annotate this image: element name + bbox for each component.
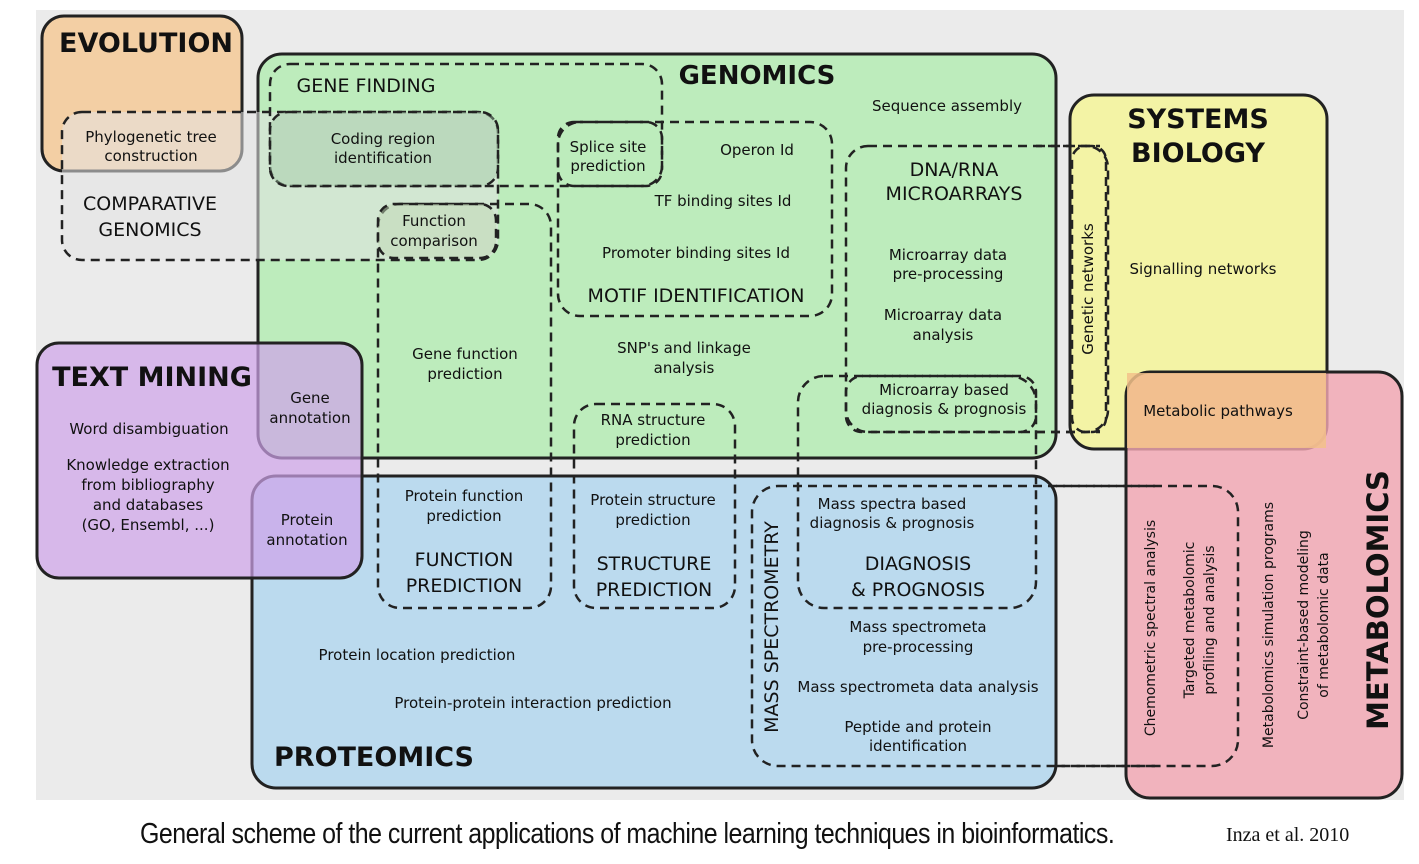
coding-region-line2: identification (334, 149, 432, 167)
evolution-title: EVOLUTION (59, 28, 233, 59)
knowledge-extraction-line1: Knowledge extraction (66, 456, 229, 474)
motif-identification-group (556, 120, 834, 318)
mass-spectra-diagnosis-line1: Mass spectra based (818, 495, 967, 513)
gene-finding-group (268, 62, 664, 188)
motif-identification-title: MOTIF IDENTIFICATION (588, 285, 805, 307)
protein-structure-prediction-line1: Protein structure (590, 491, 715, 509)
knowledge-extraction-line2: from bibliography (81, 476, 214, 494)
genetic-networks-title: Genetic networks (1079, 223, 1097, 355)
mass-spec-preprocessing-line1: Mass spectrometa (849, 618, 986, 636)
signalling-networks: Signalling networks (1130, 260, 1277, 278)
diagnosis-prognosis-title-line2: & PROGNOSIS (851, 579, 985, 601)
diagnosis-prognosis-title-line1: DIAGNOSIS (865, 553, 972, 575)
protein-function-prediction-line2: prediction (426, 507, 501, 525)
microarrays-title-line1: DNA/RNA (910, 159, 999, 181)
snp-linkage-line2: analysis (654, 359, 715, 377)
knowledge-extraction-line3: and databases (93, 496, 204, 514)
protein-function-prediction-line1: Protein function (405, 487, 524, 505)
splice-site-line1: Splice site (570, 138, 647, 156)
word-disambiguation: Word disambiguation (69, 420, 228, 438)
microarrays-title-line2: MICROARRAYS (886, 183, 1023, 205)
splice-site-line2: prediction (570, 157, 645, 175)
systems-biology-title-line2: BIOLOGY (1131, 138, 1265, 169)
figure-citation: Inza et al. 2010 (1226, 824, 1350, 846)
targeted-metabolomic-line1: Targeted metabolomic (1182, 542, 1198, 700)
constraint-modeling-line1: Constraint-based modeling (1296, 530, 1312, 720)
operon-id: Operon Id (720, 141, 794, 159)
mass-spectrometry-title: MASS SPECTROMETRY (761, 521, 783, 733)
metabolomics-title: METABOLOMICS (1361, 470, 1395, 730)
phylogenetic-tree-line1: Phylogenetic tree (85, 128, 217, 146)
gene-annotation-line1: Gene (290, 389, 330, 407)
microarray-diagnosis-line2: diagnosis & prognosis (862, 400, 1027, 418)
rna-structure-line1: RNA structure (601, 411, 706, 429)
targeted-metabolomic-line2: profiling and analysis (1202, 545, 1218, 694)
function-comparison-line1: Function (402, 212, 466, 230)
systems-biology-title-line1: SYSTEMS (1127, 104, 1269, 135)
ppi-prediction: Protein-protein interaction prediction (394, 694, 671, 712)
splice-site-group (556, 120, 664, 188)
proteomics-box (250, 474, 1058, 790)
gene-function-prediction-line1: Gene function (412, 345, 518, 363)
coding-region-group (268, 110, 500, 188)
promoter-binding: Promoter binding sites Id (602, 244, 790, 262)
metabolic-pathways-overlap (1127, 373, 1326, 448)
metabolic-pathways: Metabolic pathways (1143, 402, 1293, 420)
phylogenetic-tree-line2: construction (104, 147, 197, 165)
function-comparison-group (376, 202, 498, 260)
mass-spectrometry-group (750, 484, 1240, 768)
genetic-networks-group (1070, 144, 1108, 434)
peptide-identification-line1: Peptide and protein (844, 718, 991, 736)
structure-prediction-group (572, 402, 737, 610)
proteomics-title: PROTEOMICS (274, 742, 474, 773)
gene-finding-title: GENE FINDING (297, 75, 436, 97)
chemometric-analysis: Chemometric spectral analysis (1143, 520, 1159, 736)
protein-annotation-line2: annotation (266, 531, 347, 549)
comparative-genomics-title-line2: GENOMICS (98, 219, 201, 241)
rna-structure-line2: prediction (615, 431, 690, 449)
peptide-identification-line2: identification (869, 737, 967, 755)
tf-binding: TF binding sites Id (654, 192, 792, 210)
microarray-diagnosis-group (844, 374, 1038, 434)
text-mining-title: TEXT MINING (52, 362, 252, 393)
metabolomics-box (1124, 370, 1404, 800)
coding-region-line1: Coding region (331, 130, 436, 148)
gene-annotation-line2: annotation (269, 409, 350, 427)
sequence-assembly: Sequence assembly (872, 97, 1022, 115)
mass-spec-preprocessing-line2: pre-processing (863, 638, 974, 656)
protein-location: Protein location prediction (319, 646, 516, 664)
text-mining-box (35, 341, 364, 580)
comparative-genomics-title-line1: COMPARATIVE (83, 193, 217, 215)
figure-caption: General scheme of the current applicatio… (140, 818, 1115, 850)
microarray-preprocessing-line2: pre-processing (893, 265, 1004, 283)
mass-spectra-diagnosis-line2: diagnosis & prognosis (810, 514, 975, 532)
gene-function-prediction-line2: prediction (427, 365, 502, 383)
microarray-preprocessing-line1: Microarray data (889, 246, 1007, 264)
constraint-modeling-line2: of metabolomic data (1316, 552, 1332, 697)
microarray-diagnosis-line1: Microarray based (879, 381, 1009, 399)
structure-prediction-title-line1: STRUCTURE (597, 553, 712, 575)
protein-structure-prediction-line2: prediction (615, 511, 690, 529)
knowledge-extraction-line4: (GO, Ensembl, ...) (82, 516, 215, 534)
metabolomics-simulation: Metabolomics simulation programs (1261, 502, 1277, 748)
function-prediction-title-line1: FUNCTION (415, 549, 514, 571)
structure-prediction-title-line2: PREDICTION (596, 579, 713, 601)
function-prediction-title-line2: PREDICTION (406, 575, 523, 597)
microarray-analysis-line1: Microarray data (884, 306, 1002, 324)
diagnosis-prognosis-group (796, 374, 1038, 610)
function-comparison-line2: comparison (390, 232, 478, 250)
genomics-title: GENOMICS (679, 61, 836, 91)
microarray-analysis-line2: analysis (913, 326, 974, 344)
mass-spec-analysis: Mass spectrometa data analysis (797, 678, 1038, 696)
protein-annotation-line1: Protein (281, 511, 334, 529)
snp-linkage-line1: SNP's and linkage (617, 339, 751, 357)
